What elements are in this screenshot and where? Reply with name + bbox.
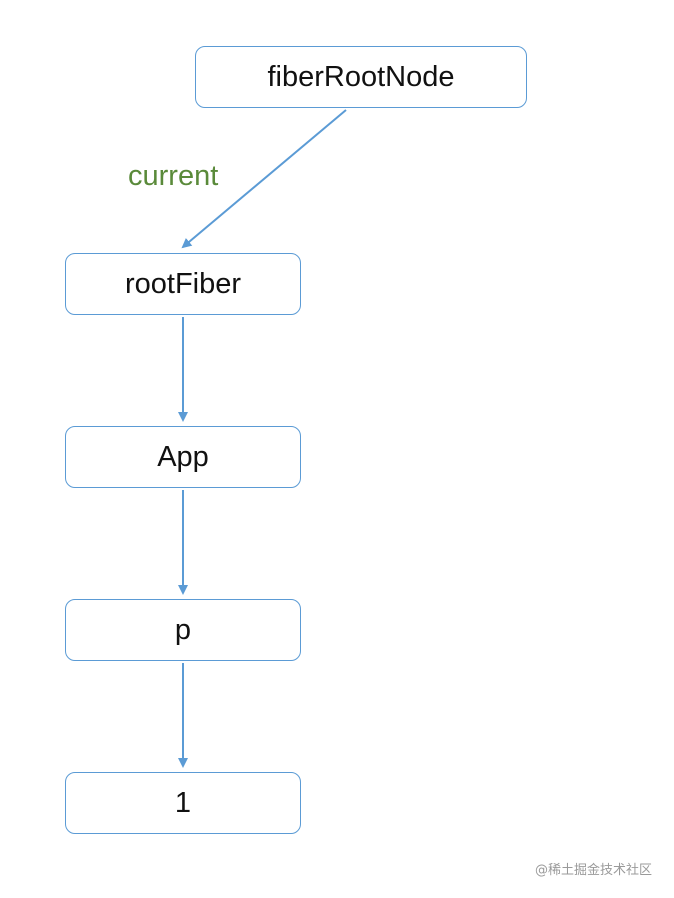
root-fiber-label: rootFiber	[124, 267, 242, 300]
fiber-root-node-label: fiberRootNode	[267, 60, 455, 93]
root-fiber-box: rootFiber	[65, 253, 301, 315]
app-label: App	[157, 440, 209, 473]
app-box: App	[65, 426, 301, 488]
text-1-label: 1	[174, 786, 192, 819]
edge-label-current: current	[128, 160, 219, 192]
text-1-box: 1	[65, 772, 301, 834]
edge-current-arrow	[181, 109, 347, 249]
watermark: @稀土掘金技术社区	[534, 863, 652, 878]
fiber-root-node-box: fiberRootNode	[195, 46, 527, 108]
p-box: p	[65, 599, 301, 661]
p-label: p	[174, 613, 192, 646]
